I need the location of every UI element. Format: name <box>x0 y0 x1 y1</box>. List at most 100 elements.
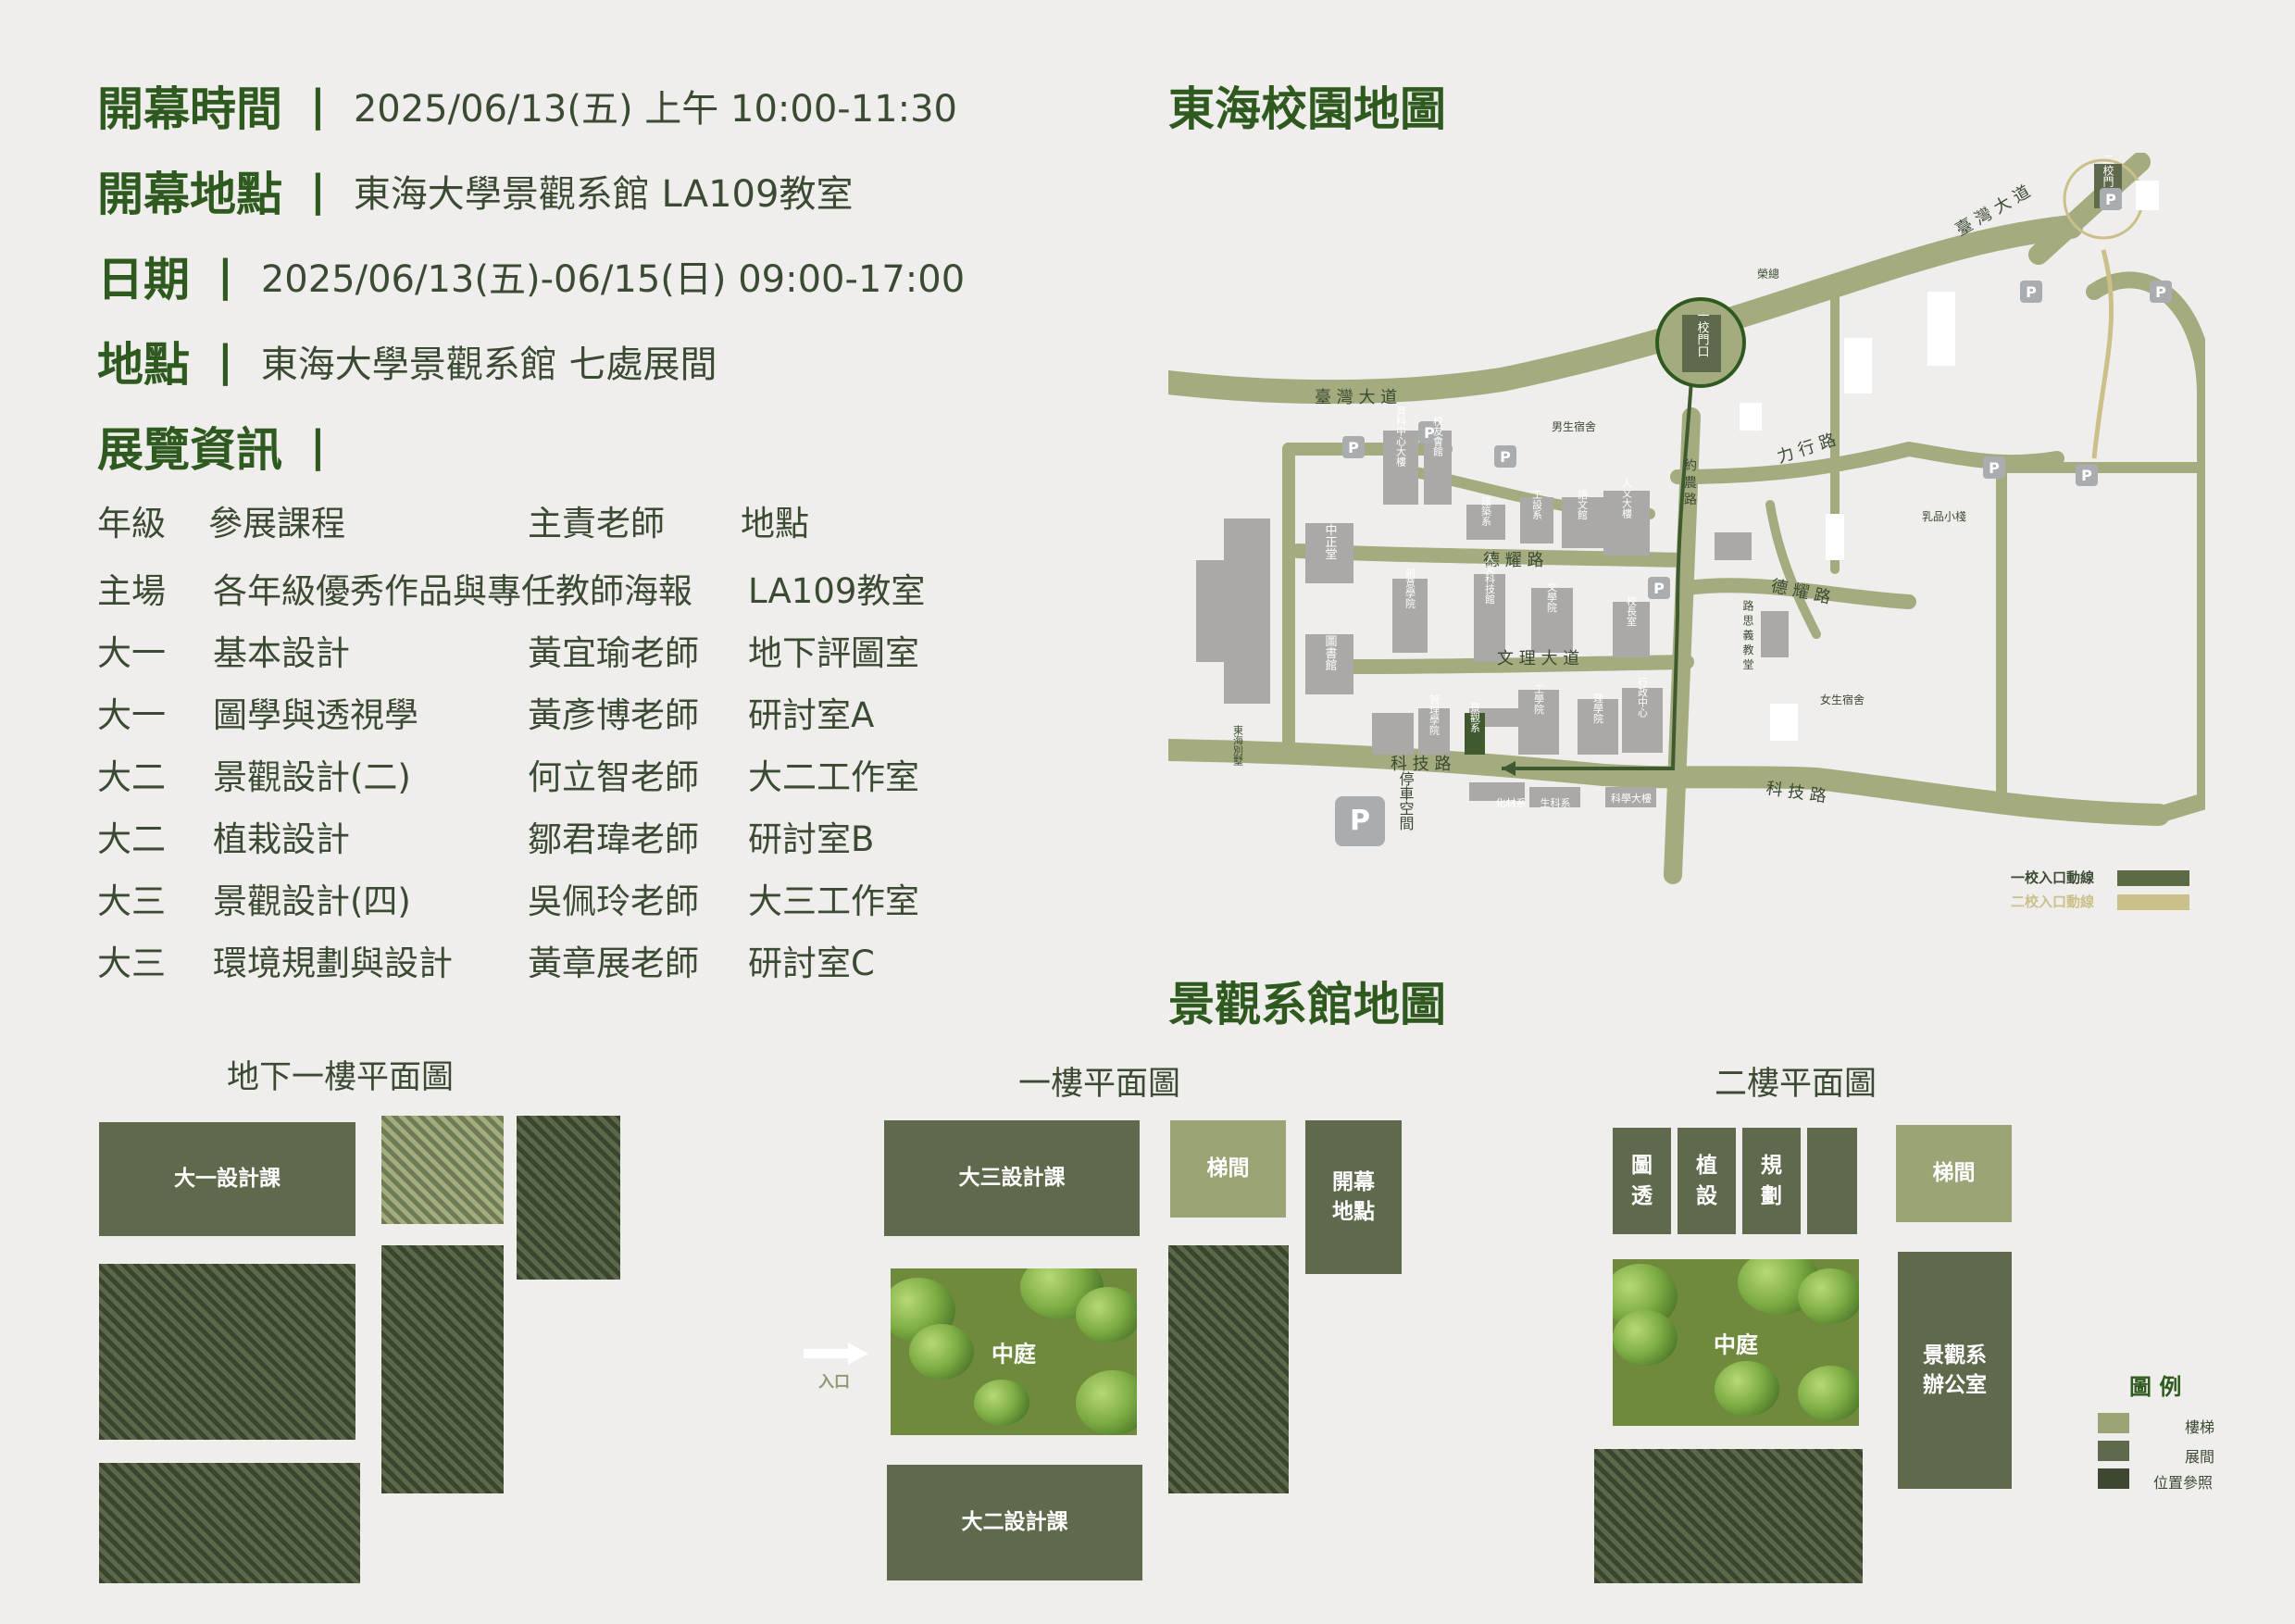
building-label: 語文館 <box>1577 488 1589 520</box>
area-label: 女生宿舍 <box>1820 693 1865 706</box>
table-cell: 景觀設計(四) <box>213 881 411 921</box>
building-label: 文學院 <box>1546 581 1558 612</box>
building-label: 行政中心 <box>1637 677 1649 718</box>
room-label: 圖透 <box>1631 1154 1653 1208</box>
legend-swatch-gallery <box>2098 1441 2129 1461</box>
west-arrow-icon <box>1210 743 1224 757</box>
f2-plan-title: 二樓平面圖 <box>1715 1066 1877 1103</box>
road-label: 科 技 路 <box>1391 755 1451 774</box>
room-unlabeled <box>1807 1128 1857 1234</box>
legend-swatch-stairs <box>2098 1413 2129 1433</box>
info-value: 2025/06/13(五)-06/15(日) 09:00-17:00 <box>260 258 966 301</box>
table-cell: 環境規劃與設計 <box>213 943 453 983</box>
entrance-label: 入口 <box>818 1373 850 1392</box>
table-cell: 黃彥博老師 <box>528 695 699 735</box>
room-label: 規劃 <box>1761 1154 1782 1208</box>
building <box>1622 688 1663 753</box>
building <box>1529 787 1580 807</box>
area-label: 男生宿舍 <box>1552 419 1596 433</box>
building <box>1531 588 1573 653</box>
road-label: 文 理 大 道 <box>1497 649 1579 668</box>
road-label: 路 思 義 教 堂 <box>1741 599 1754 670</box>
room-planting: 植設 <box>1678 1128 1736 1234</box>
building-label: 工學院 <box>1533 684 1545 715</box>
building-label: 化材系 <box>1496 796 1527 809</box>
parking-icon: P <box>1653 580 1665 597</box>
room-stairwell: 梯間 <box>1170 1120 1286 1218</box>
area-labels: 男生宿舍 女生宿舍 乳品小棧 榮總 停車空間 東海別墅 <box>1232 267 1967 831</box>
campus-map: 一校門口 二校門口 <box>1168 153 2205 910</box>
landscape-dept-building <box>1465 713 1485 755</box>
campus-roads <box>1168 153 2205 884</box>
info-separator: | <box>218 251 233 301</box>
info-label: 日期 <box>97 253 190 306</box>
table-cell: 各年級優秀作品與專任教師海報 <box>213 571 692 611</box>
courtyard: 中庭 <box>891 1268 1137 1435</box>
road-labels: 臺 灣 大 道 臺 灣 大 道 力 行 路 文 理 大 道 科 技 路 科 技 … <box>1315 182 2034 807</box>
parking-icon: P <box>2081 467 2092 484</box>
entrance-arrow-icon <box>804 1343 868 1365</box>
building-label: 人文科技館 <box>1484 553 1496 605</box>
courtyard-label: 中庭 <box>992 1341 1036 1368</box>
building-labels-horizontal: 化材系 生科系 科學大樓 <box>1496 792 1653 809</box>
hatch-reference <box>517 1116 620 1280</box>
table-cell: 大二 <box>97 819 166 859</box>
parking-icon: P <box>2026 283 2037 301</box>
building <box>1305 634 1353 694</box>
table-cell: 大三 <box>97 943 166 983</box>
building-label: 創意學院 <box>1404 567 1416 608</box>
table-cell: 大三 <box>97 881 166 921</box>
parking-icon: P <box>1350 805 1370 837</box>
campus-map-title: 東海校園地圖 <box>1168 82 1446 136</box>
gate1-label: 一校門口 <box>1695 309 1710 357</box>
parking-icon: P <box>2155 283 2166 301</box>
table-header: 參展課程 <box>208 504 345 543</box>
info-opening-time: 開幕時間 | 2025/06/13(五) 上午 10:00-11:30 <box>97 72 957 139</box>
building <box>1196 560 1270 662</box>
info-venue: 地點 | 東海大學景觀系館 七處展間 <box>97 328 717 394</box>
building-label: 景觀系 <box>1469 702 1481 732</box>
room-dept-office: 景觀系辦公室 <box>1898 1252 2012 1489</box>
info-value: 東海大學景觀系館 LA109教室 <box>353 173 854 216</box>
legend-swatch <box>2117 870 2189 886</box>
table-cell: 黃章展老師 <box>528 943 699 983</box>
legend-label: 位置參照 <box>2153 1474 2214 1492</box>
info-label: 開幕時間 <box>97 82 282 136</box>
legend-label: 一校入口動線 <box>2011 869 2094 886</box>
building <box>1603 491 1650 556</box>
road-label: 臺 灣 大 道 <box>1315 388 1397 407</box>
courtyard: 中庭 <box>1613 1259 1859 1426</box>
building <box>1518 690 1559 755</box>
building <box>1392 579 1428 653</box>
dept-map-title: 景觀系館地圖 <box>1168 978 1446 1031</box>
parking-markers: P P P P P P P P P P <box>1335 188 2172 846</box>
building <box>1474 574 1505 662</box>
table-cell: 主場 <box>97 571 166 611</box>
table-header: 年級 <box>97 504 166 543</box>
courtyard-label: 中庭 <box>1714 1331 1758 1358</box>
parking-icon: P <box>1348 439 1359 456</box>
building <box>1715 532 1752 560</box>
gate2-label: 二校門口 <box>2102 154 2114 198</box>
building-label: 建築系 <box>1480 494 1492 526</box>
room-opening-venue: 開幕地點 <box>1305 1120 1402 1274</box>
info-value: 東海大學景觀系館 七處展間 <box>260 344 717 386</box>
campus-legend: 一校入口動線 二校入口動線 <box>2011 869 2189 910</box>
gate2-route <box>2091 249 2114 459</box>
table-header: 主責老師 <box>528 504 665 543</box>
table-cell: 基本設計 <box>213 633 350 673</box>
building <box>1613 602 1650 657</box>
building <box>1466 505 1505 540</box>
info-separator: | <box>310 421 326 471</box>
building-labels: 中正堂 圖書館 創意學院 人文科技館 文學院 校長室 工學院 理學院 管理學院 … <box>1323 406 1649 735</box>
building-label: 圖書館 <box>1323 635 1338 671</box>
info-label: 展覽資訊 <box>97 423 282 477</box>
building-label: 生科系 <box>1540 796 1571 809</box>
parking-icon: P <box>2105 191 2116 208</box>
table-cell: 吳佩玲老師 <box>528 881 699 921</box>
legend-swatch-reference <box>2098 1468 2129 1489</box>
building <box>1418 708 1450 755</box>
table-cell: 研討室C <box>748 943 875 983</box>
building <box>1605 787 1656 807</box>
building <box>1562 497 1603 548</box>
